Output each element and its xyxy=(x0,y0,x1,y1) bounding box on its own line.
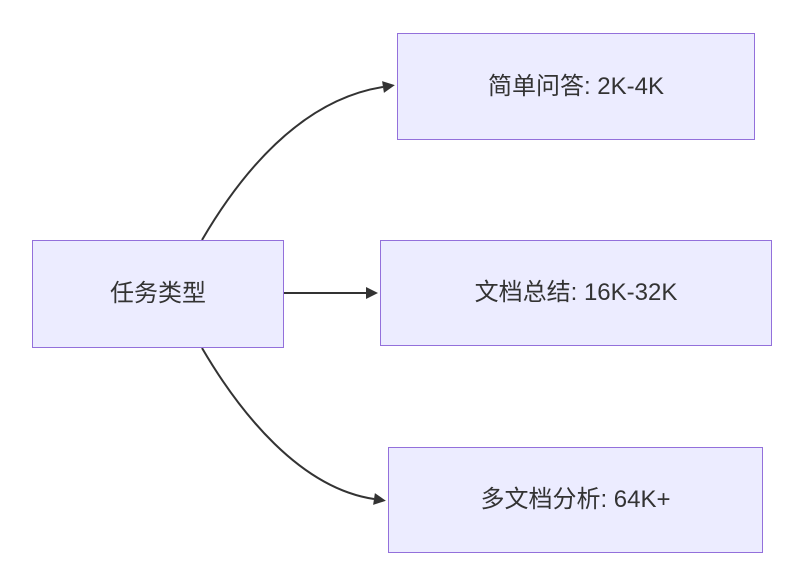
node-doc-summary: 文档总结: 16K-32K xyxy=(380,240,772,346)
node-task-type: 任务类型 xyxy=(32,240,284,348)
edge-task-to-simple-qa xyxy=(201,81,395,241)
node-doc-summary-label: 文档总结: 16K-32K xyxy=(474,279,678,307)
node-task-type-label: 任务类型 xyxy=(110,280,206,308)
node-simple-qa: 简单问答: 2K-4K xyxy=(397,33,755,140)
node-simple-qa-label: 简单问答: 2K-4K xyxy=(487,72,665,100)
node-multidoc-analysis: 多文档分析: 64K+ xyxy=(388,447,763,553)
edge-task-to-multidoc xyxy=(201,347,386,505)
node-multidoc-analysis-label: 多文档分析: 64K+ xyxy=(480,486,671,514)
